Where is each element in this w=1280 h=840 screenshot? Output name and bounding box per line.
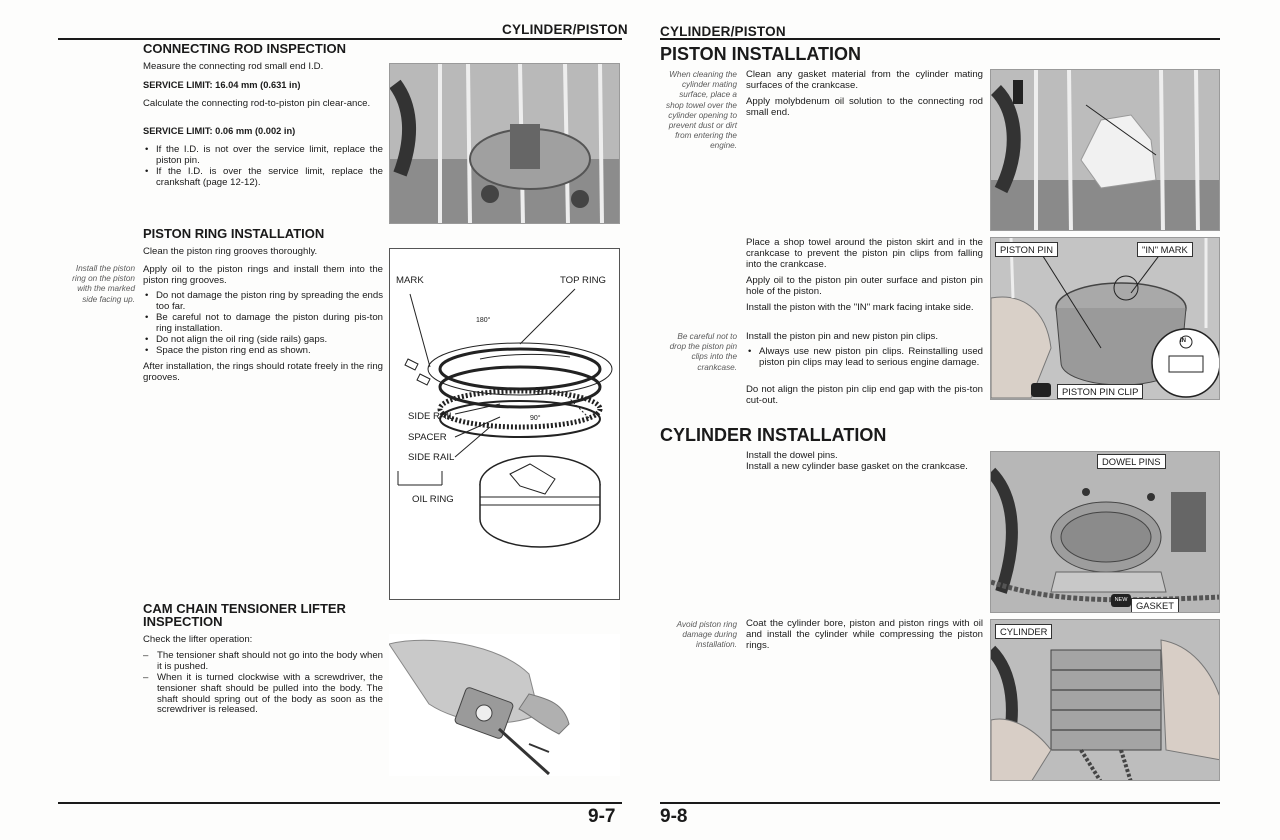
piston-p2: Apply molybdenum oil solution to the con… bbox=[746, 96, 983, 118]
conrod-limit-2: SERVICE LIMIT: 0.06 mm (0.002 in) bbox=[143, 126, 296, 136]
crankcase-towel-photo bbox=[990, 69, 1220, 231]
piston-pin-photo: PISTON PIN "IN" MARK PISTON PIN CLIP IN bbox=[990, 237, 1220, 400]
callout-cylinder: CYLINDER bbox=[995, 624, 1053, 639]
piston-ring-diagram: MARK TOP RING 180° 90° 90° SIDE RAIL SPA… bbox=[389, 248, 620, 600]
ring-bullet-2: Be careful not to damage the piston duri… bbox=[143, 312, 383, 335]
callout-gasket: GASKET bbox=[1131, 598, 1180, 612]
header-rule bbox=[660, 38, 1220, 40]
cyl-p3: Coat the cylinder bore, piston and pisto… bbox=[746, 618, 983, 651]
conrod-photo bbox=[389, 63, 620, 224]
cam-title-line-1: CAM CHAIN TENSIONER LIFTER bbox=[143, 601, 346, 616]
ring-damage-note: Avoid piston ring damage during installa… bbox=[676, 620, 737, 650]
label-oil-ring: OIL RING bbox=[412, 494, 454, 505]
label-top-ring: TOP RING bbox=[560, 275, 607, 286]
in-symbol: IN bbox=[1180, 338, 1186, 344]
piston-installation-title: PISTON INSTALLATION bbox=[660, 44, 861, 64]
page-number: 9-7 bbox=[588, 806, 616, 827]
clips-note: Be careful not to drop the piston pin cl… bbox=[669, 332, 737, 372]
ring-bullet-4: Space the piston ring end as shown. bbox=[143, 345, 383, 357]
ring-p3: After installation, the rings should rot… bbox=[143, 361, 383, 383]
page-header: CYLINDER/PISTON bbox=[660, 24, 786, 39]
conrod-bullet-1: If the I.D. is not over the service limi… bbox=[143, 144, 383, 167]
footer-rule bbox=[660, 802, 1220, 804]
conrod-limit-1: SERVICE LIMIT: 16.04 mm (0.631 in) bbox=[143, 80, 301, 90]
page-9-7: CYLINDER/PISTON CONNECTING ROD INSPECTIO… bbox=[0, 0, 640, 840]
page-number: 9-8 bbox=[660, 806, 688, 827]
callout-dowel-pins: DOWEL PINS bbox=[1097, 454, 1166, 469]
tensioner-photo bbox=[389, 634, 620, 776]
dowel-pins-photo: DOWEL PINS NEW GASKET bbox=[990, 451, 1220, 613]
ring-note: Install the piston ring on the piston wi… bbox=[72, 264, 135, 304]
conrod-bullet-2: If the I.D. is over the service limit, r… bbox=[143, 166, 383, 189]
piston-p4: Apply oil to the piston pin outer surfac… bbox=[746, 275, 983, 297]
label-180: 180° bbox=[476, 317, 491, 324]
label-side-rail-1: SIDE RAIL bbox=[408, 411, 455, 422]
ring-bullet-3: Do not align the oil ring (side rails) g… bbox=[143, 334, 383, 346]
header-rule bbox=[58, 38, 622, 40]
cam-p1: Check the lifter operation: bbox=[143, 634, 253, 645]
label-side-rail-2: SIDE RAIL bbox=[408, 452, 455, 463]
callout-piston-pin-clip: PISTON PIN CLIP bbox=[1057, 384, 1144, 399]
ring-bullet-1: Do not damage the piston ring by spreadi… bbox=[143, 290, 383, 313]
page-header: CYLINDER/PISTON bbox=[502, 22, 628, 37]
cam-dash-1: The tensioner shaft should not go into t… bbox=[143, 650, 383, 673]
cleaning-note: When cleaning the cylinder mating surfac… bbox=[665, 70, 737, 151]
label-90-b: 90° bbox=[530, 415, 541, 422]
piston-p1: Clean any gasket material from the cylin… bbox=[746, 69, 983, 91]
page-9-8: CYLINDER/PISTON PISTON INSTALLATION When… bbox=[640, 0, 1280, 840]
label-mark: MARK bbox=[396, 275, 424, 286]
piston-bullet-1: Always use new piston pin clips. Reinsta… bbox=[746, 346, 983, 369]
callout-in-mark: "IN" MARK bbox=[1137, 242, 1193, 257]
cam-dash-2: When it is turned clockwise with a screw… bbox=[143, 672, 383, 716]
cylinder-installation-title: CYLINDER INSTALLATION bbox=[660, 425, 887, 445]
cam-title-line-2: INSPECTION bbox=[143, 614, 223, 629]
label-spacer: SPACER bbox=[408, 432, 447, 443]
conrod-p1: Measure the connecting rod small end I.D… bbox=[143, 61, 324, 72]
piston-p5: Install the piston with the "IN" mark fa… bbox=[746, 302, 974, 313]
conrod-title: CONNECTING ROD INSPECTION bbox=[143, 41, 346, 56]
cyl-p1: Install the dowel pins. bbox=[746, 450, 838, 461]
new-badge: NEW bbox=[1111, 594, 1131, 607]
ring-p2: Apply oil to the piston rings and instal… bbox=[143, 264, 383, 286]
label-90-a: 90° bbox=[535, 387, 546, 394]
piston-p7: Do not align the piston pin clip end gap… bbox=[746, 384, 983, 406]
cyl-p2: Install a new cylinder base gasket on th… bbox=[746, 461, 968, 472]
piston-p6: Install the piston pin and new piston pi… bbox=[746, 331, 938, 342]
conrod-p2: Calculate the connecting rod-to-piston p… bbox=[143, 98, 371, 109]
ring-title: PISTON RING INSTALLATION bbox=[143, 226, 325, 241]
ring-p1: Clean the piston ring grooves thoroughly… bbox=[143, 246, 318, 257]
footer-rule bbox=[58, 802, 622, 804]
cylinder-photo: CYLINDER bbox=[990, 619, 1220, 781]
piston-p3: Place a shop towel around the piston ski… bbox=[746, 237, 983, 270]
callout-piston-pin: PISTON PIN bbox=[995, 242, 1058, 257]
